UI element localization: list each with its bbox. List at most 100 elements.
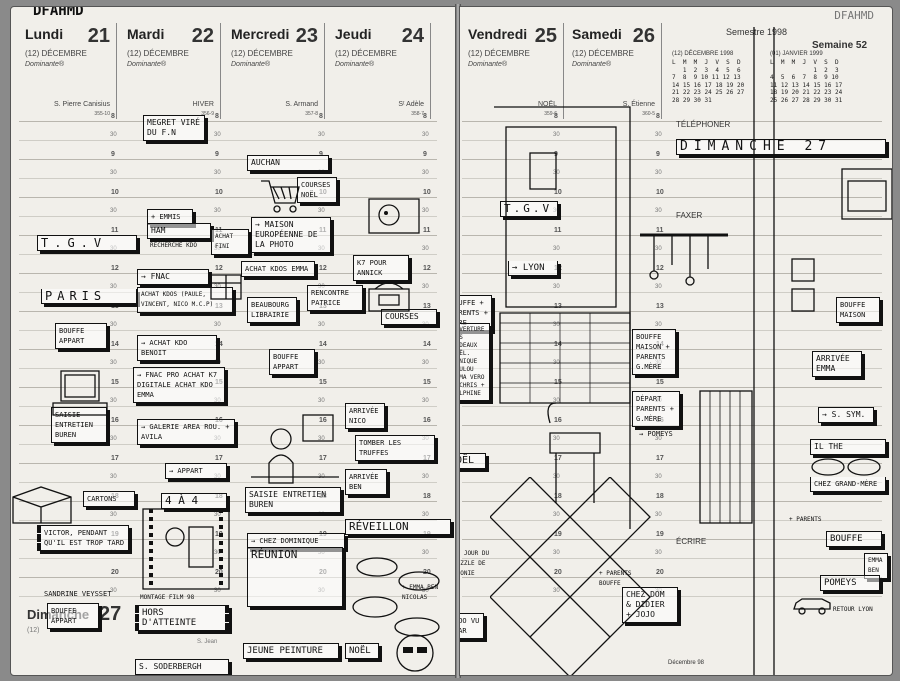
day-number: 25 — [534, 25, 557, 47]
half-label: 30 — [422, 284, 429, 290]
day-dominante: Dominante® — [127, 61, 167, 68]
hour-line — [462, 159, 882, 160]
note-emma-ben: + EMMA BEN NICOLAS — [402, 584, 439, 601]
half-label: 30 — [655, 208, 662, 214]
hour-label: 20 — [111, 569, 119, 576]
note-soderbergh: S. SODERBERGH — [135, 659, 229, 675]
hour-label: 11 — [554, 227, 562, 234]
note-achat-fini: ACHAT FINI — [211, 229, 249, 255]
half-label: 30 — [110, 398, 117, 404]
note-montage: MONTAGE FILM 98 — [140, 594, 195, 601]
half-label: 30 — [553, 588, 560, 594]
half-line — [462, 444, 882, 445]
note-reveillon: RÉVEILLON — [345, 519, 451, 535]
day-number: 24 — [401, 25, 424, 47]
ecrire-label: ÉCRIRE — [676, 537, 707, 546]
half-label: 30 — [110, 360, 117, 366]
day-name: Lundi — [25, 26, 64, 42]
mini-calendar-january: L M M J V S D 1 2 3 4 5 6 7 8 9 10 11 12… — [770, 59, 843, 104]
half-label: 30 — [655, 170, 662, 176]
note-dimanche-big: DIMANCHE 27 — [676, 139, 886, 155]
note-arrivee-ben: ARRIVÉE BEN — [345, 469, 387, 495]
dimanche-number: 27 — [99, 603, 122, 625]
half-line — [19, 330, 437, 331]
half-line — [462, 292, 882, 293]
half-label: 30 — [214, 132, 221, 138]
hour-label: 16 — [111, 417, 119, 424]
half-line — [19, 140, 437, 141]
half-label: 30 — [422, 550, 429, 556]
hour-label: 20 — [215, 569, 223, 576]
hour-label: 15 — [554, 379, 562, 386]
note-beaubourg: BEAUBOURG LIBRAIRIE — [247, 297, 297, 323]
hour-label: 10 — [554, 189, 562, 196]
hour-label: 9 — [319, 151, 323, 158]
note-parents-sun: + PARENTS — [789, 516, 822, 523]
phone-sketch — [368, 282, 410, 312]
half-label: 30 — [318, 170, 325, 176]
hour-line — [19, 197, 437, 198]
note-st-sym: → S. SYM. — [818, 407, 874, 423]
hour-label: 15 — [319, 379, 327, 386]
day-dominante: Dominante® — [335, 61, 375, 68]
note-tomber: TOMBER LES TRUFFES — [355, 435, 435, 461]
note-lyon: → LYON — [508, 261, 558, 276]
face-sketch — [368, 198, 420, 234]
hour-label: 16 — [423, 417, 431, 424]
hour-line — [19, 159, 437, 160]
note-rencontre: RENCONTRE PATRICE — [307, 285, 363, 311]
hour-label: 14 — [319, 341, 327, 348]
hour-label: 12 — [656, 265, 664, 272]
hour-label: 14 — [423, 341, 431, 348]
note-arrivee-emma: ARRIVÉE EMMA — [812, 351, 862, 377]
hour-label: 16 — [554, 417, 562, 424]
half-label: 30 — [318, 360, 325, 366]
note-jeune: JEUNE PEINTURE — [243, 643, 339, 659]
dimanche-saint: S. Jean — [197, 639, 218, 645]
day-month: (12) DÉCEMBRE — [335, 49, 397, 58]
hour-label: 20 — [554, 569, 562, 576]
desk-worker-sketch — [251, 414, 339, 484]
hour-line — [462, 577, 882, 578]
hour-line — [462, 387, 882, 388]
semester-label: Semestre 1998 — [726, 27, 788, 37]
half-label: 30 — [318, 436, 325, 442]
day-yearday: 355-10 — [94, 111, 110, 117]
day-yearday: 358-7 — [411, 111, 424, 117]
note-achat-kdos-emma: ACHAT KDOS EMMA — [241, 261, 315, 277]
day-name: Mardi — [127, 26, 165, 42]
hour-label: 13 — [423, 303, 431, 310]
spine — [455, 4, 461, 678]
half-label: 30 — [655, 550, 662, 556]
hour-line — [462, 197, 882, 198]
half-label: 30 — [553, 398, 560, 404]
gift-sketch — [210, 274, 242, 300]
shopping-cart-sketch — [261, 180, 300, 213]
half-line — [19, 178, 437, 179]
building-picture-sketch — [841, 168, 892, 220]
hour-label: 17 — [319, 455, 327, 462]
hour-label: 8 — [215, 113, 219, 120]
hour-label: 12 — [111, 265, 119, 272]
half-label: 30 — [214, 170, 221, 176]
half-line — [462, 558, 882, 559]
note-maison-euro: → MAISON EUROPÉENNE DE LA PHOTO — [251, 217, 331, 253]
half-label: 30 — [422, 398, 429, 404]
half-label: 30 — [422, 246, 429, 252]
door-frame-sketch — [753, 27, 775, 675]
half-label: 30 — [110, 436, 117, 442]
note-journee: LE JOUR DU PUZZLE DE LÉONIE — [460, 550, 490, 577]
half-label: 30 — [110, 588, 117, 594]
half-label: 30 — [214, 360, 221, 366]
note-noel: NOËL — [345, 643, 379, 659]
note-sandrine: SANDRINE VEYSSET — [44, 590, 112, 598]
day-number: 23 — [295, 25, 318, 47]
half-label: 30 — [553, 436, 560, 442]
day-saint: NOËL — [537, 101, 557, 108]
note-cartons: CARTONS — [83, 491, 135, 507]
day-name: Jeudi — [335, 26, 372, 42]
